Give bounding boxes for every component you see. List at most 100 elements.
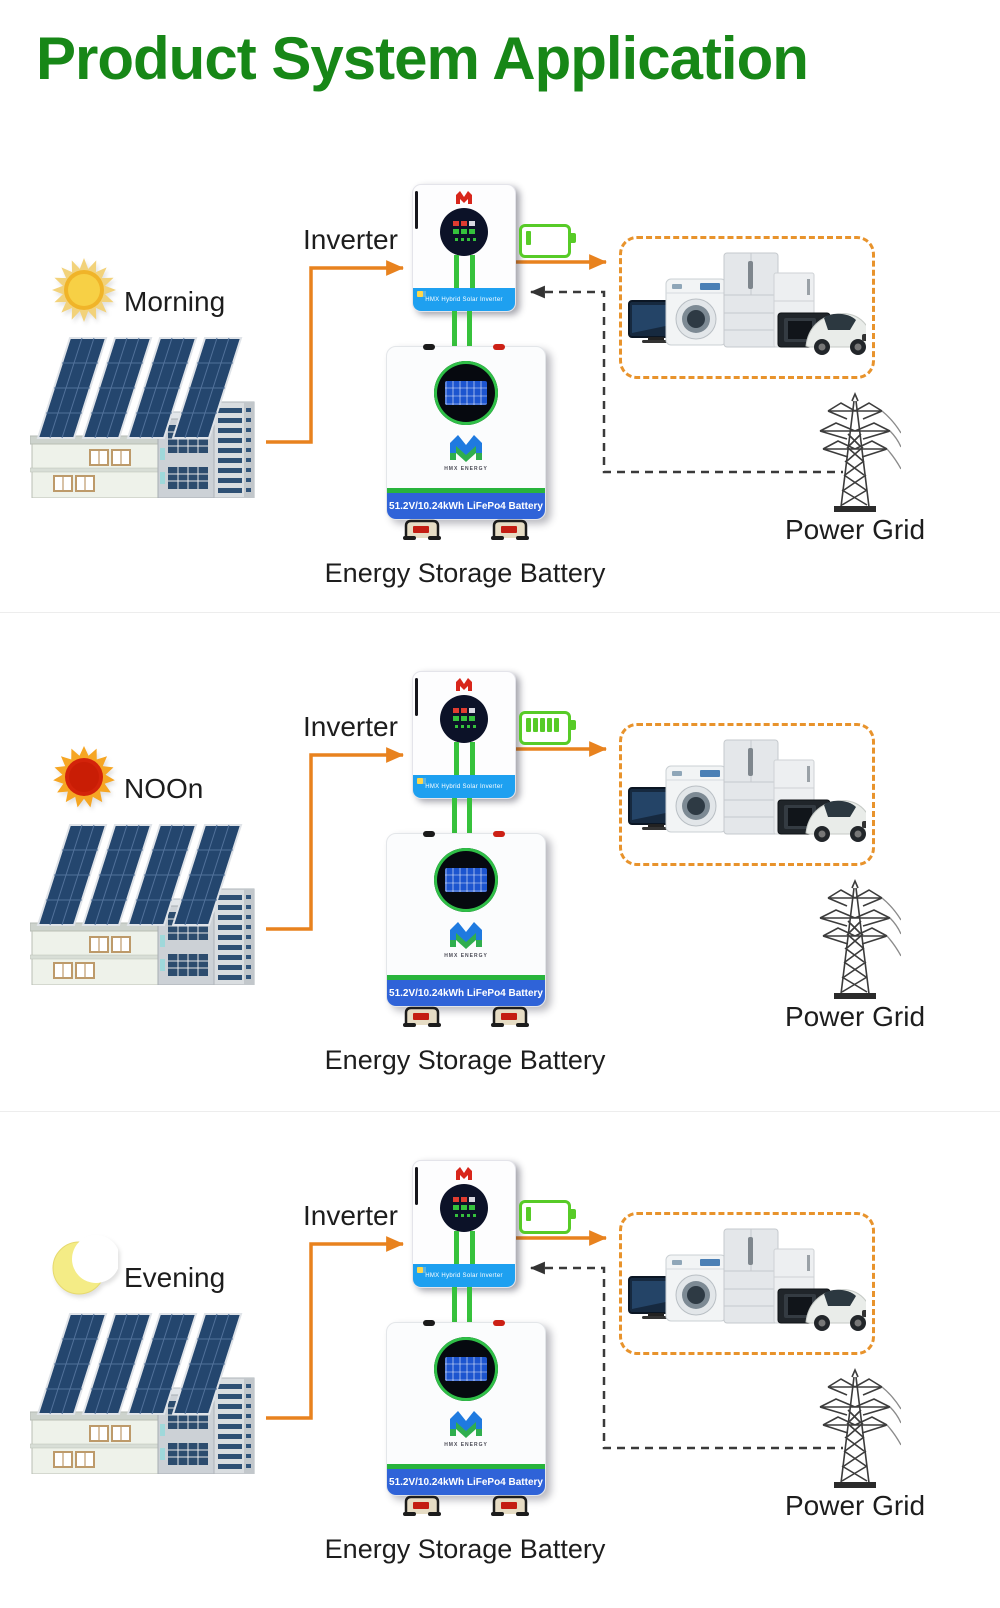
battery-terminal-negative [423,1320,435,1326]
inverter-display [440,1184,488,1232]
inverter-brand-logo-icon [455,191,473,204]
battery-spec-strip: 51.2V/10.24kWh LiFePo4 Battery [387,1469,545,1495]
inverter-brand-logo-icon [455,1167,473,1180]
sky-icon [50,1232,118,1300]
inverter-battery-link-bar [467,1287,472,1323]
battery-spec-strip: 51.2V/10.24kWh LiFePo4 Battery [387,980,545,1006]
house-windows [53,449,131,492]
connector-lines [266,1230,843,1450]
inverter-label: Inverter [303,224,398,255]
energy-storage-battery-label: Energy Storage Battery [324,558,606,588]
inverter-green-bar [470,742,475,776]
battery-wheel [491,1004,529,1028]
inverter-green-bar [470,1231,475,1265]
pv-to-inverter-arrow [266,747,405,931]
home-appliances-ev-image [619,723,875,866]
inverter-green-bar [454,1231,459,1265]
battery-lcd-screen [445,868,487,892]
inverter-green-bar [470,255,475,289]
battery-brand-logo-icon [448,435,484,462]
battery-green-stripe [387,1464,545,1469]
inverter-strip-logo-icon [417,778,426,784]
sky-icon [50,743,118,811]
battery-icon-nub [571,1209,576,1219]
electric-car [805,1289,866,1331]
charge-bar [526,231,531,245]
battery-brand-logo-icon [448,922,484,949]
battery-green-stripe [387,488,545,493]
solar-panel [36,1313,108,1415]
battery-terminal-negative [423,831,435,837]
transmission-tower-icon [809,874,902,1001]
inverter-display [440,208,488,256]
charge-bar [533,718,538,732]
inverter-model-strip: HMX Hybrid Solar Inverter [413,288,515,311]
inverter-strip-logo-icon [417,1267,426,1273]
inverter-green-bar [454,742,459,776]
solar-house-image [29,1302,266,1479]
inverter-battery-link-bar [452,798,457,834]
inverter-model-strip: HMX Hybrid Solar Inverter [413,1264,515,1287]
battery-brand-logo-icon [448,1411,484,1438]
time-of-day-label: Morning [124,286,226,317]
battery-charge-indicator-icon [519,224,576,258]
battery-icon-nub [571,720,576,730]
battery-terminal-positive [493,831,505,837]
charge-bar [526,1207,531,1221]
connector-lines [266,741,608,931]
home-appliances-ev-image [619,1212,875,1355]
battery-green-stripe [387,975,545,980]
fridge-large [723,252,779,348]
pv-to-inverter-arrow [266,260,405,444]
home-appliances-ev-image [619,236,875,379]
battery-brand-text: HMX ENERGY [444,466,488,472]
transmission-tower-icon [809,387,902,514]
inverter-strip-logo-icon [417,291,426,297]
inverter-battery-link-bar [452,1287,457,1323]
sky-icon [50,256,118,324]
time-of-day-label: Evening [124,1262,226,1293]
charge-bar [526,718,531,732]
inverter-antenna [415,1167,418,1205]
inverter-display [440,695,488,743]
noon-sun-icon [53,746,115,808]
charge-bar [554,718,559,732]
energy-storage-battery-label: Energy Storage Battery [324,1534,606,1564]
battery-charge-indicator-icon [519,711,576,745]
page-title: Product System Application [36,25,809,92]
scenario-section: Evening [0,1111,1000,1608]
inverter-label: Inverter [303,711,398,742]
electric-car [805,313,866,355]
battery-lcd-screen [445,1357,487,1381]
battery-brand-text: HMX ENERGY [444,953,488,959]
battery-terminal-negative [423,344,435,350]
power-grid-label: Power Grid [784,1490,926,1521]
inverter-strip-text: HMX Hybrid Solar Inverter [425,1272,503,1279]
battery-terminal-positive [493,344,505,350]
pv-to-inverter-arrow [266,1236,405,1420]
charge-bar [540,718,545,732]
energy-storage-battery-label: Energy Storage Battery [324,1045,606,1075]
battery-lcd-screen [445,381,487,405]
inverter-strip-text: HMX Hybrid Solar Inverter [425,783,503,790]
hybrid-inverter-unit: HMX Hybrid Solar Inverter [412,1160,516,1288]
battery-spec-strip: 51.2V/10.24kWh LiFePo4 Battery [387,493,545,519]
time-of-day-label: NOOn [124,773,204,804]
hybrid-inverter-unit: HMX Hybrid Solar Inverter [412,184,516,312]
inverter-model-strip: HMX Hybrid Solar Inverter [413,775,515,798]
battery-display [434,848,498,912]
morning-sun-icon [52,258,116,322]
energy-storage-battery-unit: HMX ENERGY 51.2V/10.24kWh LiFePo4 Batter… [386,1320,546,1516]
energy-storage-battery-unit: HMX ENERGY 51.2V/10.24kWh LiFePo4 Batter… [386,344,546,540]
moon-icon [52,1235,118,1295]
transmission-tower-icon [809,1363,902,1490]
inverter-antenna [415,678,418,716]
battery-display [434,361,498,425]
scenario-sections: Morning [0,140,1000,1608]
scenario-section: Morning [0,140,1000,612]
hybrid-inverter-unit: HMX Hybrid Solar Inverter [412,671,516,799]
battery-wheel [491,517,529,541]
inverter-strip-text: HMX Hybrid Solar Inverter [425,296,503,303]
solar-house-image [29,813,266,990]
